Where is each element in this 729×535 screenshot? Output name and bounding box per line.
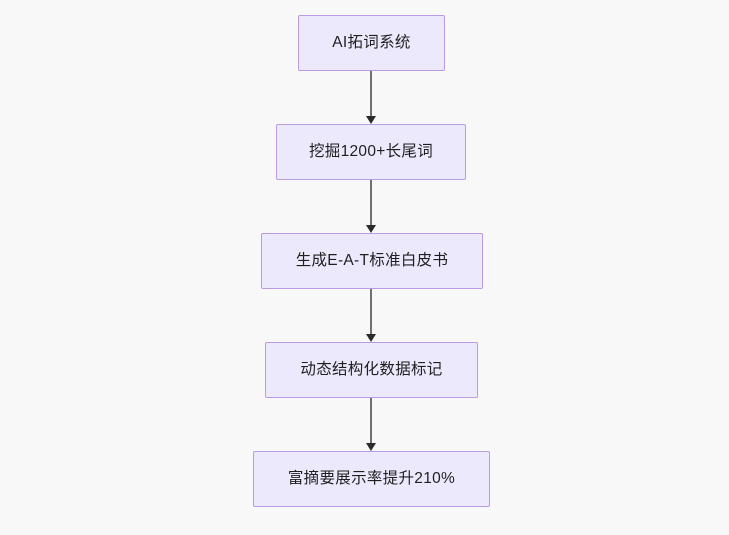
flowchart-node-5[interactable]: 富摘要展示率提升210%	[253, 451, 490, 507]
node-label: AI拓词系统	[332, 34, 411, 52]
node-label: 富摘要展示率提升210%	[287, 470, 456, 488]
flowchart-node-4[interactable]: 动态结构化数据标记	[265, 342, 478, 398]
node-label: 生成E-A-T标准白皮书	[295, 252, 449, 270]
edge-line	[369, 289, 373, 335]
edge-line	[369, 71, 373, 117]
edge-line	[369, 398, 373, 444]
edge-line	[369, 180, 373, 226]
flowchart-node-1[interactable]: AI拓词系统	[298, 15, 445, 71]
arrowhead-icon	[365, 225, 376, 233]
arrowhead-icon	[365, 334, 376, 342]
flowchart-node-3[interactable]: 生成E-A-T标准白皮书	[261, 233, 483, 289]
arrowhead-icon	[365, 116, 376, 124]
node-label: 挖掘1200+长尾词	[308, 143, 434, 161]
arrowhead-icon	[365, 443, 376, 451]
flowchart-node-2[interactable]: 挖掘1200+长尾词	[276, 124, 466, 180]
node-label: 动态结构化数据标记	[300, 361, 443, 379]
